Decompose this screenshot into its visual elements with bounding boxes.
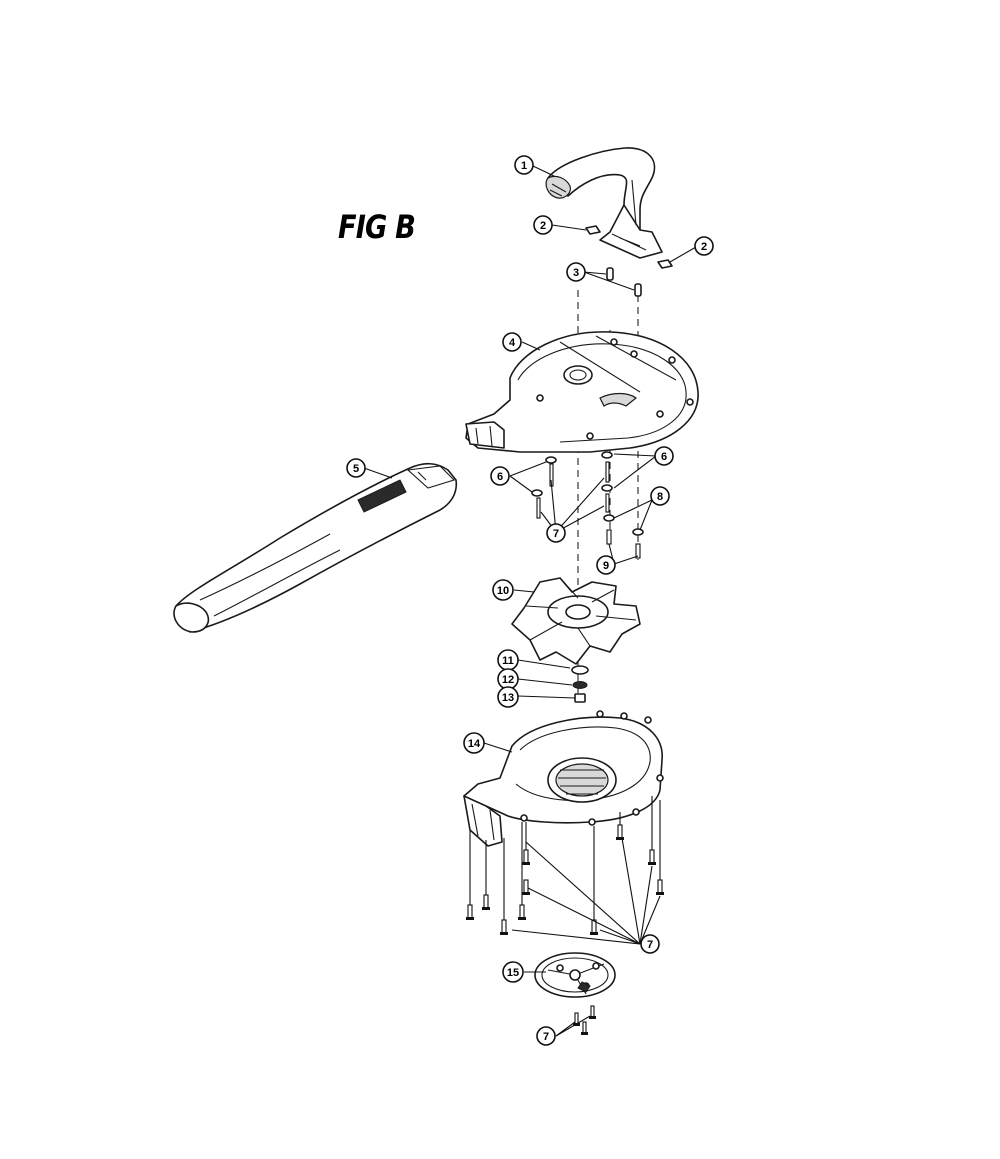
callout-leaders [363,165,697,1037]
callout-6-right: 6 [654,446,674,466]
svg-text:14: 14 [468,738,481,750]
handle [545,147,663,259]
figure-title: FIG B [338,208,416,246]
svg-text:13: 13 [502,692,514,704]
svg-text:11: 11 [502,655,514,667]
svg-text:1: 1 [521,160,527,172]
clip-right [657,259,673,269]
upper-housing [465,331,699,453]
svg-text:15: 15 [507,967,519,979]
svg-text:7: 7 [543,1031,549,1043]
callout-8: 8 [650,486,670,506]
callout-4: 4 [502,332,522,352]
blower-tube [173,462,458,633]
callout-2-left: 2 [533,215,553,235]
callout-13: 13 [497,686,519,708]
svg-text:2: 2 [540,220,546,232]
svg-text:7: 7 [647,939,653,951]
callout-7-plate: 7 [536,1026,556,1046]
callout-15: 15 [502,961,524,983]
svg-text:6: 6 [661,451,667,463]
callout-11: 11 [497,649,519,671]
washers [531,451,613,497]
callout-9: 9 [596,555,616,575]
svg-text:9: 9 [603,560,609,572]
bottom-plate [534,952,616,998]
svg-text:7: 7 [553,528,559,540]
callout-5: 5 [346,458,366,478]
callout-7-lower: 7 [640,934,660,954]
fan-impeller [511,577,641,665]
screws-lower [466,796,664,935]
svg-text:4: 4 [509,337,516,349]
clip-left [585,225,601,235]
callout-2-right: 2 [694,236,714,256]
callout-6-left: 6 [490,466,510,486]
svg-text:6: 6 [497,471,503,483]
pins [606,267,642,297]
callout-1: 1 [514,155,534,175]
svg-text:5: 5 [353,463,359,475]
washers-right [603,514,644,536]
svg-text:12: 12 [502,674,514,686]
fan-hardware [571,665,589,703]
callout-10: 10 [492,579,514,601]
svg-text:8: 8 [657,491,663,503]
svg-text:3: 3 [573,267,579,279]
svg-text:2: 2 [701,241,707,253]
callout-14: 14 [463,732,485,754]
lower-housing [463,710,664,847]
callout-7-upper: 7 [546,523,566,543]
svg-text:10: 10 [497,585,509,597]
screws-plate [573,1005,596,1035]
callout-3: 3 [566,262,586,282]
callout-12: 12 [497,668,519,690]
